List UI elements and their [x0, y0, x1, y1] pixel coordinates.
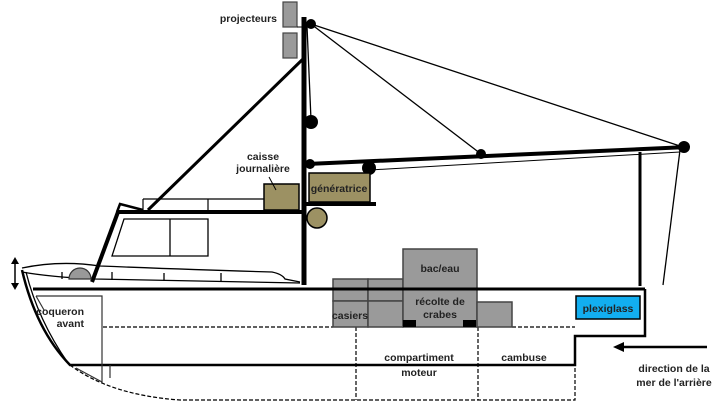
stay-line-mast — [306, 25, 312, 121]
label-compartiment-2: moteur — [401, 367, 437, 379]
stay-line-mid — [310, 23, 482, 155]
deck-dome — [68, 267, 92, 280]
caisse-journaliere-box — [263, 183, 300, 211]
label-recolte-1: récolte de — [415, 296, 465, 308]
label-direction-1: direction de la — [638, 363, 709, 375]
plexiglass-box — [575, 295, 641, 320]
label-coqueron-2: avant — [57, 318, 85, 330]
boom — [305, 141, 690, 286]
label-casiers: casiers — [332, 310, 368, 322]
label-generatrice: génératrice — [311, 183, 368, 195]
label-caisse-2: journalière — [235, 163, 290, 175]
label-recolte-2: crabes — [423, 309, 457, 321]
cabin: caisse journalière — [90, 151, 304, 283]
winch-drum — [306, 207, 328, 229]
forestay — [146, 56, 306, 212]
label-bac-eau: bac/eau — [420, 263, 459, 275]
coqueron-avant: coqueron avant — [35, 295, 103, 384]
bac-eau-box — [402, 248, 478, 290]
mast-block — [304, 115, 318, 129]
projector-lower — [282, 32, 298, 59]
compartments: compartiment moteur cambuse — [103, 326, 575, 400]
cabin-window — [111, 218, 209, 257]
label-projecteurs: projecteurs — [220, 13, 277, 25]
stay-line-top — [310, 23, 684, 148]
bow-double-arrow-icon — [11, 257, 19, 290]
label-compartiment-1: compartiment — [384, 352, 454, 364]
hull — [20, 269, 647, 401]
mast-top-pulley — [306, 19, 316, 29]
label-direction-2: mer de l'arrière — [636, 377, 712, 389]
generatrice-box — [308, 172, 371, 203]
stay-line-stern — [662, 149, 681, 286]
projectors: projecteurs — [220, 1, 304, 59]
label-plexiglass: plexiglass — [583, 303, 634, 315]
label-caisse-1: caisse — [247, 151, 279, 163]
label-cambuse: cambuse — [501, 352, 547, 364]
crates: casiers bac/eau récolte de crabes — [320, 248, 645, 328]
direction-arrow-icon — [613, 342, 707, 352]
label-coqueron-1: coqueron — [36, 306, 84, 318]
rigging — [146, 23, 684, 286]
projector-upper — [282, 1, 298, 28]
